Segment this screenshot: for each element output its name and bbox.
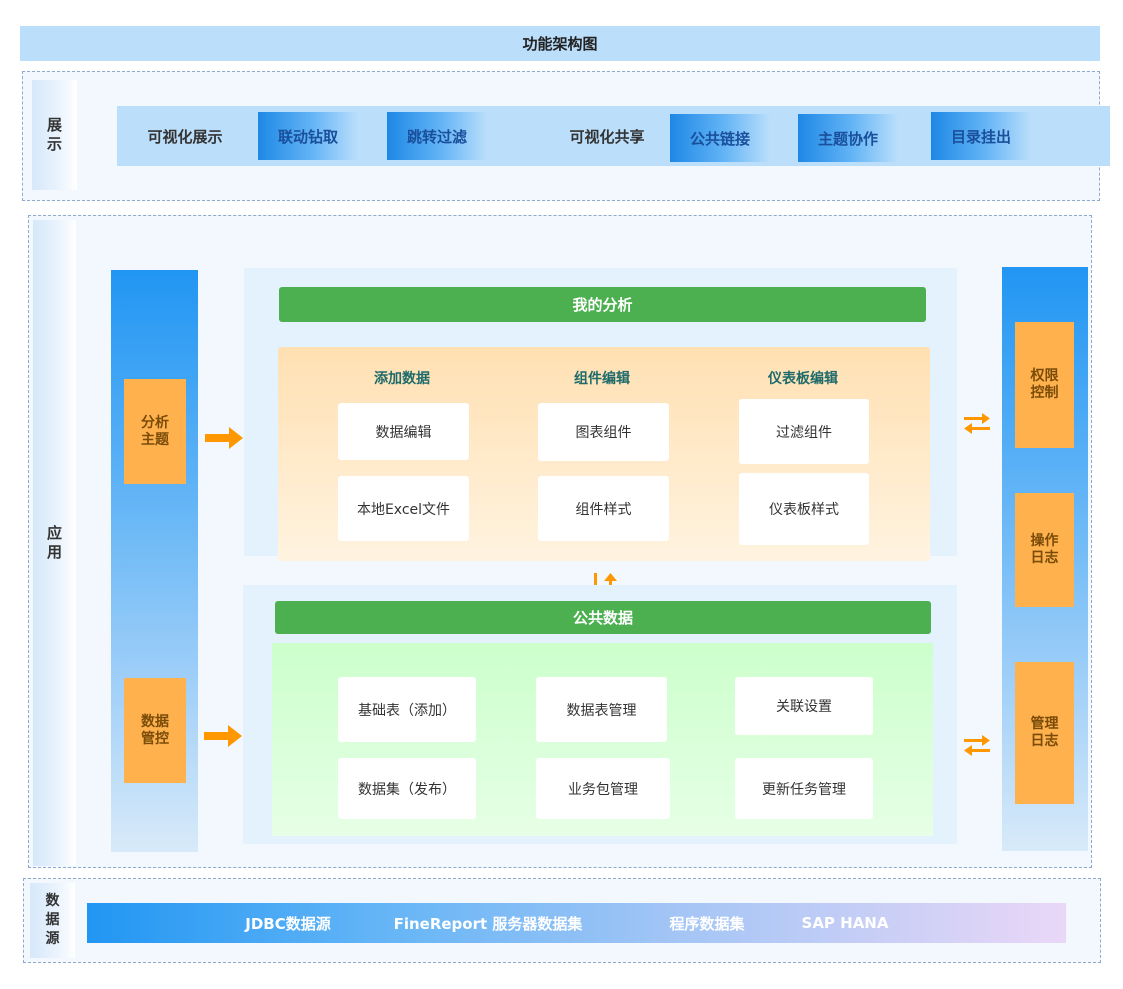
data-control-box: 数据管控: [124, 678, 186, 783]
component-style-card: 组件样式: [538, 476, 669, 541]
diagram-title: 功能架构图: [20, 26, 1100, 61]
sap-hana-item: SAP HANA: [801, 914, 889, 932]
program-dataset-item: 程序数据集: [669, 914, 745, 933]
jdbc-source-item: JDBC数据源: [245, 914, 331, 933]
data-edit-card: 数据编辑: [338, 403, 469, 460]
visual-share-group-label: 可视化共享: [569, 127, 645, 146]
theme-collab-item: 主题协作: [798, 114, 898, 162]
dashboard-edit-header: 仪表板编辑: [768, 371, 838, 387]
operation-log-box: 操作日志: [1015, 493, 1074, 607]
data-source-section-label: 数据源: [30, 883, 75, 958]
application-section-label: 应用: [33, 220, 76, 866]
relation-settings-card: 关联设置: [735, 677, 873, 735]
management-log-box: 管理日志: [1015, 662, 1074, 804]
public-data-header: 公共数据: [275, 601, 931, 634]
arrow-right-icon: [205, 427, 243, 449]
chart-component-card: 图表组件: [538, 403, 669, 461]
data-source-bar: [87, 903, 1066, 943]
add-data-header: 添加数据: [374, 371, 430, 387]
permission-control-box: 权限控制: [1015, 322, 1074, 448]
linkage-drill-item: 联动钻取: [258, 112, 358, 160]
finereport-dataset-item: FineReport 服务器数据集: [393, 914, 583, 933]
directory-mount-item: 目录挂出: [931, 112, 1031, 160]
arrows-left-right-icon: [964, 413, 990, 434]
display-section-label: 展示: [32, 80, 77, 190]
component-edit-header: 组件编辑: [574, 371, 630, 387]
arrows-left-right-icon: [964, 735, 990, 756]
base-table-card: 基础表（添加）: [338, 677, 476, 742]
jump-filter-item: 跳转过滤: [387, 112, 487, 160]
local-excel-card: 本地Excel文件: [338, 476, 469, 541]
arrow-right-icon: [204, 725, 242, 747]
update-task-card: 更新任务管理: [735, 758, 873, 819]
analysis-subject-box: 分析主题: [124, 379, 186, 484]
dashboard-style-card: 仪表板样式: [739, 473, 869, 545]
visual-display-group-label: 可视化展示: [147, 127, 223, 146]
filter-component-card: 过滤组件: [739, 399, 869, 464]
my-analysis-header: 我的分析: [279, 287, 926, 322]
business-package-card: 业务包管理: [536, 758, 670, 819]
dataset-publish-card: 数据集（发布）: [338, 758, 476, 819]
public-link-item: 公共链接: [670, 114, 770, 162]
table-management-card: 数据表管理: [536, 677, 667, 742]
